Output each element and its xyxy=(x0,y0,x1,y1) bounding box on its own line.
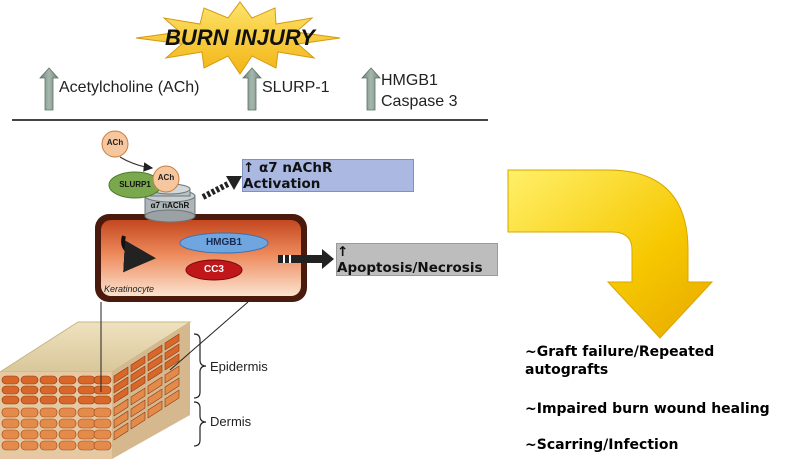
epidermis-cells xyxy=(1,375,112,405)
outcome-graft-failure-line2: autografts xyxy=(525,362,609,378)
zoom-line-right xyxy=(169,301,249,371)
outcome-graft-failure: ~Graft failure/Repeated autografts xyxy=(525,343,714,379)
side-cells xyxy=(113,333,180,441)
up-arrow-icon xyxy=(242,67,262,111)
binding-arrow xyxy=(119,156,154,172)
cc3-protein xyxy=(185,259,243,281)
marker-slurp1: SLURP-1 xyxy=(262,79,330,96)
up-arrow-icon xyxy=(39,67,59,111)
ach-bound-label: ACh xyxy=(157,173,175,182)
hmgb1-protein xyxy=(179,232,269,254)
outcome-scarring: ~Scarring/Infection xyxy=(525,437,679,453)
receptor-label: α7 nAChR xyxy=(150,201,190,210)
burn-starburst xyxy=(135,1,341,75)
keratinocyte-label: Keratinocyte xyxy=(104,284,155,294)
apoptosis-arrow xyxy=(278,249,334,269)
outcome-arrow xyxy=(507,169,714,339)
ach-bound-molecule xyxy=(152,165,180,193)
activation-arrow xyxy=(201,176,242,200)
ach-free-label: ACh xyxy=(106,138,124,147)
activation-box: ↑ α7 nAChR Activation xyxy=(242,159,414,192)
dermis-bracket xyxy=(193,401,207,447)
ach-free-molecule xyxy=(101,130,129,158)
burn-injury-title: BURN INJURY xyxy=(165,25,315,50)
slurp1-label: SLURP1 xyxy=(119,180,151,189)
dermis-label: Dermis xyxy=(210,414,252,429)
marker-acetylcholine: Acetylcholine (ACh) xyxy=(59,79,200,96)
outcome-impaired-healing: ~Impaired burn wound healing xyxy=(525,401,770,417)
epidermis-label: Epidermis xyxy=(210,359,268,374)
internal-signal-arrow xyxy=(121,235,156,273)
up-arrow-icon xyxy=(361,67,381,111)
hmgb1-label: HMGB1 xyxy=(205,237,243,248)
outcome-graft-failure-line1: ~Graft failure/Repeated xyxy=(525,344,715,360)
marker-caspase3: Caspase 3 xyxy=(381,93,458,110)
marker-hmgb1: HMGB1 xyxy=(381,72,438,89)
cc3-label: CC3 xyxy=(203,264,224,275)
epidermis-bracket xyxy=(193,333,207,399)
dermis-cells xyxy=(1,407,112,451)
apoptosis-box: ↑ Apoptosis/Necrosis xyxy=(336,243,498,276)
